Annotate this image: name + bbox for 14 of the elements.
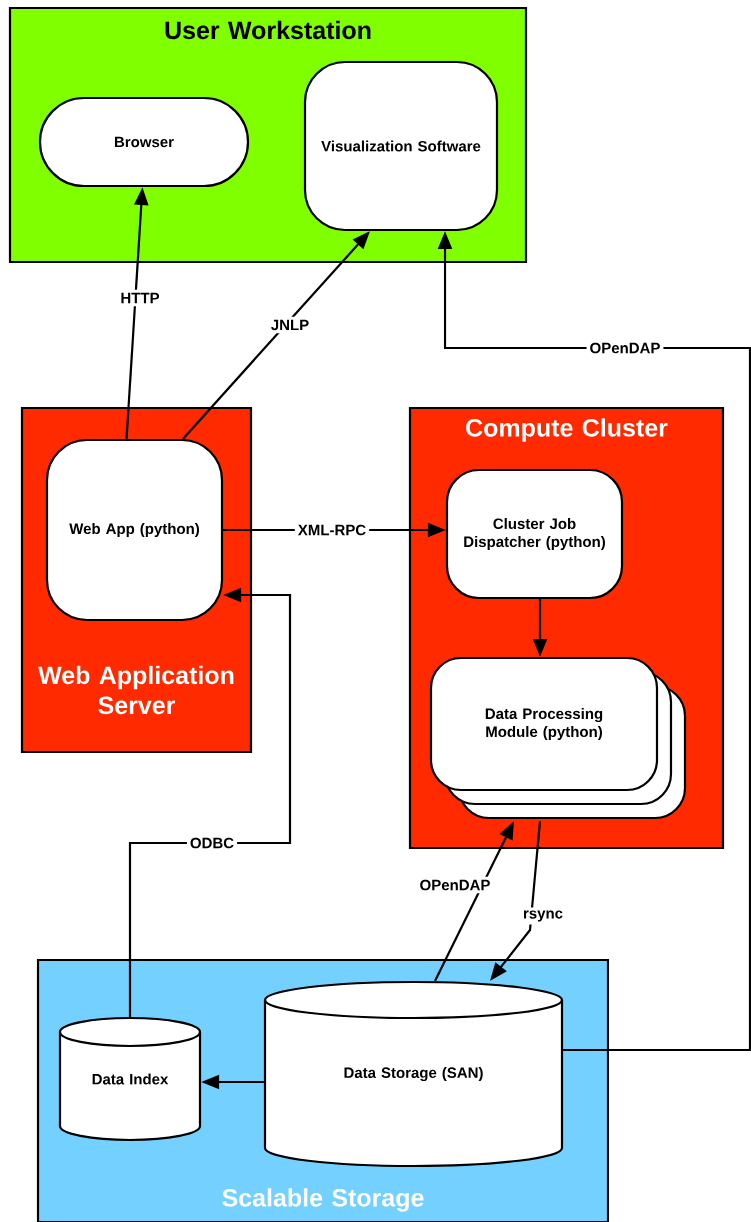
edge-label: rsync (520, 907, 566, 925)
edge-label: OPenDAP (586, 339, 664, 357)
rounded-box: Browser (38, 96, 250, 188)
rounded-box: Web App (python) (45, 438, 224, 622)
edge-label: ODBC (186, 834, 238, 852)
edge-label: HTTP (117, 289, 163, 307)
edge-label: OPenDAP (416, 876, 494, 894)
edge-label: JNLP (267, 316, 313, 334)
stacked-box: Data Processing Module (python) (429, 656, 687, 820)
rounded-box: Cluster Job Dispatcher (python) (445, 468, 624, 600)
edge-label: XML-RPC (294, 521, 370, 539)
rounded-box: Visualization Software (303, 60, 499, 232)
cylinder: Data Index (58, 1016, 202, 1142)
cylinder: Data Storage (SAN) (263, 980, 564, 1168)
